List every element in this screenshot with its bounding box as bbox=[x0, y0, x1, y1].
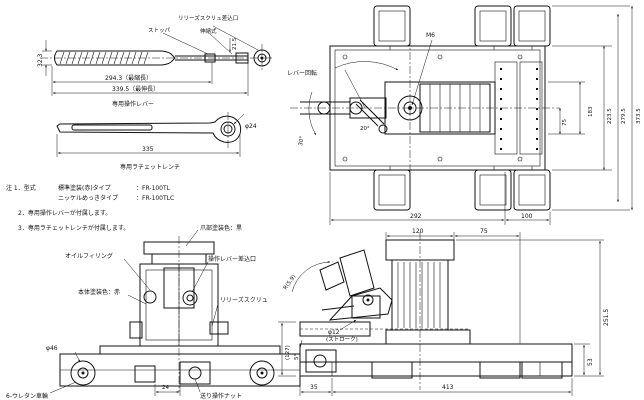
lever-drawing: 32.3 294.3（最縮長） 339.5（最伸長） 専用操作レバー ストッパ … bbox=[37, 14, 274, 108]
top-label-lever-rotation: レバー回転 bbox=[287, 69, 317, 77]
front-label-oil-filling: オイルフィリング bbox=[65, 252, 113, 260]
lever-dim-overall: 294.3（最縮長） bbox=[105, 74, 152, 82]
top-view: レバー回転 M6 30° 20° 292 100 75 183 223.5 27… bbox=[287, 5, 642, 225]
lever-dim-extended: 339.5（最伸長） bbox=[112, 85, 159, 93]
lever-label-release: リリーズスクリュ差込口 bbox=[178, 14, 238, 22]
lever-caption: 専用操作レバー bbox=[112, 100, 154, 108]
front-label-wheels: 6-ウレタン車輪 bbox=[6, 392, 48, 400]
side-dim-35: 35 bbox=[310, 384, 318, 391]
wrench-dim-length: 335 bbox=[142, 146, 154, 153]
notes-block: 注 1．型式 標準塗装(赤)タイプ ：FR-100TL ニッケルめっきタイプ ：… bbox=[6, 184, 174, 232]
note-1b-model: ：FR-100TLC bbox=[136, 195, 174, 202]
top-dim-100: 100 bbox=[521, 213, 533, 220]
top-dim-183: 183 bbox=[588, 106, 594, 117]
side-dim-413: 413 bbox=[442, 384, 454, 391]
side-dim-r: R(5.9) bbox=[283, 274, 298, 291]
front-dim-24: 24 bbox=[162, 385, 169, 391]
top-label-m6: M6 bbox=[426, 32, 435, 39]
top-dim-223-5: 223.5 bbox=[607, 108, 613, 124]
lever-label-grip: 伸縮式 bbox=[200, 27, 217, 35]
front-label-release-screw: リリーズスクリュ bbox=[220, 296, 268, 304]
wrench-dim-dia: φ24 bbox=[245, 123, 257, 130]
side-view: 120 75 251.5 53 (127) 5° R(5.9) φ12 (ストロ… bbox=[278, 228, 610, 396]
wrench-caption: 専用ラチェットレンチ bbox=[120, 163, 180, 171]
side-dim-120: 120 bbox=[412, 228, 424, 235]
front-label-dia46: φ46 bbox=[46, 345, 58, 352]
wrench-drawing: φ24 335 専用ラチェットレンチ bbox=[56, 112, 257, 171]
note-2: 2．専用操作レバーが付属します。 bbox=[18, 209, 111, 217]
side-dim-53: 53 bbox=[587, 358, 594, 366]
front-label-lever-insert: 操作レバー差込口 bbox=[208, 255, 256, 263]
top-dim-373-5: 373.5 bbox=[636, 108, 642, 124]
note-1-head: 注 1．型式 bbox=[6, 184, 36, 192]
side-dim-127: (127) bbox=[285, 345, 291, 360]
side-dim-dia12: φ12 bbox=[328, 329, 340, 336]
lever-dim-height: 32.3 bbox=[37, 53, 44, 67]
front-label-body-color: 本体塗装色：赤 bbox=[78, 288, 120, 296]
side-dim-75: 75 bbox=[480, 228, 488, 235]
front-label-claw-color: 爪部塗装色：黒 bbox=[200, 224, 242, 232]
side-dim-5deg: 5° bbox=[294, 354, 300, 360]
top-dim-30deg: 30° bbox=[298, 135, 306, 146]
top-dim-292: 292 bbox=[410, 213, 422, 220]
top-dim-279-5: 279.5 bbox=[621, 108, 627, 124]
front-view: 爪部塗装色：黒 オイルフィリング 操作レバー差込口 本体塗装色：赤 リリーズスク… bbox=[6, 224, 301, 400]
note-1a-model: ：FR-100TL bbox=[136, 185, 171, 192]
side-dim-251-5: 251.5 bbox=[603, 309, 610, 326]
note-1b: ニッケルめっきタイプ bbox=[58, 194, 118, 202]
top-dim-20deg: 20° bbox=[360, 126, 370, 132]
top-dim-75: 75 bbox=[562, 119, 568, 126]
lever-label-stopper: ストッパ bbox=[148, 27, 171, 34]
note-1a: 標準塗装(赤)タイプ bbox=[58, 184, 111, 192]
side-dim-dia12-note: (ストローク) bbox=[326, 336, 358, 343]
note-3: 3．専用ラチェットレンチが付属します。 bbox=[18, 224, 129, 232]
front-label-feed-nut: 送り操作ナット bbox=[200, 392, 242, 400]
lever-dim-small: 21.5 bbox=[232, 37, 238, 50]
